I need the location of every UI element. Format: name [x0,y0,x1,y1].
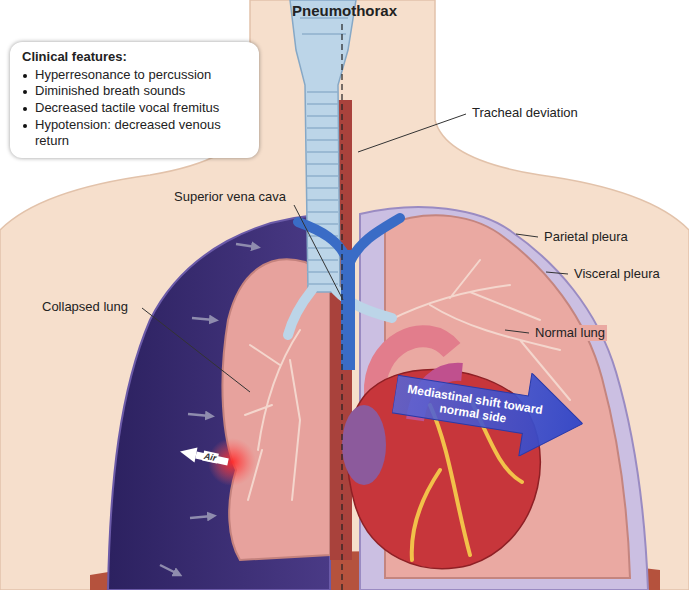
bullet-item: Decreased tactile vocal fremitus [22,100,247,117]
arrow-polygon [388,353,589,466]
pressure-arrow [236,244,256,247]
anatomy-label: Collapsed lung [40,299,130,315]
anatomy-label: Parietal pleura [542,229,630,245]
midline [341,24,342,590]
diagram-title: Pneumothorax [0,2,689,19]
bullet-dot [23,74,27,78]
bullet-item: Hypotension: decreased venous return [22,117,247,150]
pressure-arrow [160,565,178,574]
bullet-item: Diminished breath sounds [22,83,247,100]
pressure-arrow [192,318,214,320]
leader-line [142,308,250,392]
anatomy-label: Tracheal deviation [470,105,580,121]
pressure-arrow [188,414,210,416]
leader-line [516,234,538,237]
main-bronchi [288,290,392,335]
pressure-arrows [160,244,256,574]
heading-row: Clinical features: [22,49,247,66]
leader-line [546,272,568,274]
feature-text: Diminished breath sounds [35,83,247,100]
pressure-arrow [190,516,212,518]
leader-line [294,205,343,300]
bullet-dot [23,107,27,111]
leader-line [505,330,529,333]
air-arrow-head [180,448,198,463]
box-heading: Clinical features: [22,49,247,66]
leader-line [358,114,466,152]
feature-text: Hypotension: decreased venous return [35,117,247,150]
superior-vena-cava [341,250,355,370]
feature-box: Clinical features:Hyperresonance to perc… [10,42,259,158]
right-atrium [342,405,386,485]
feature-text: Hyperresonance to percussion [35,67,247,84]
bullet-item: Hyperresonance to percussion [22,67,247,84]
left-bronchi [245,330,300,500]
anatomy-label: Normal lung [533,325,607,341]
pleural-air-space [108,215,330,590]
collapsed-lung [222,259,330,560]
anatomy-label: Visceral pleura [572,266,662,282]
feature-text: Decreased tactile vocal fremitus [35,100,247,117]
bullet-dot [23,124,27,128]
anatomy-label: Superior vena cava [172,189,288,205]
bullet-dot [23,90,27,94]
